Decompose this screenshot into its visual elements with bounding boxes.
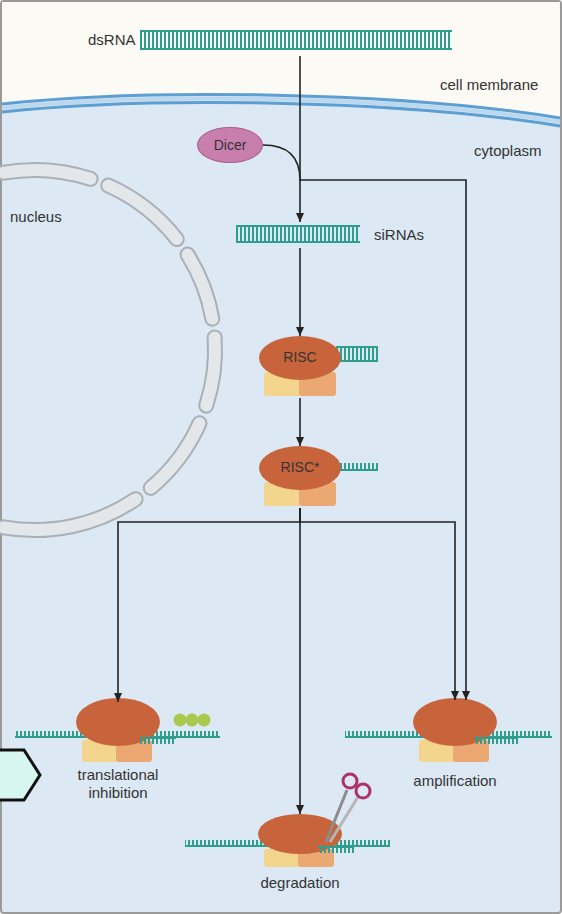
node-label: dsRNA — [88, 31, 460, 49]
region-label: cell membrane — [440, 76, 538, 94]
risc-shape — [258, 446, 342, 508]
sirna-strand — [236, 226, 360, 242]
shape-label: RISC — [258, 348, 342, 366]
dicer-enzyme: Dicer — [197, 127, 263, 163]
shape-label: Dicer — [214, 136, 247, 154]
risc-shape — [258, 336, 342, 398]
shape-label: RISC* — [258, 458, 342, 476]
risc-complex: RISC — [258, 336, 342, 398]
outcome-node: translational inhibition — [53, 702, 183, 806]
nuclear-envelope — [4, 170, 215, 530]
amplification-complex — [345, 698, 552, 762]
flow-arrow — [299, 56, 301, 222]
dsrna-strand — [140, 31, 452, 49]
active-risc-complex: RISC* — [258, 446, 342, 508]
node-label: amplification — [395, 772, 515, 790]
flow-arrow — [299, 508, 301, 814]
sirna-node: siRNAs — [232, 222, 422, 248]
bound-sirna — [336, 347, 378, 361]
region-label: cytoplasm — [474, 142, 542, 160]
degradation-complex — [185, 814, 390, 867]
cell-membrane — [2, 99, 560, 122]
node-label: translational inhibition — [53, 766, 183, 802]
scissors-icon — [326, 774, 370, 842]
region-label: nucleus — [10, 208, 62, 226]
flow-arrow — [263, 145, 466, 700]
cell-membrane — [2, 103, 560, 126]
flow-arrow — [118, 508, 300, 702]
node-label: siRNAs — [374, 226, 422, 244]
flow-arrow — [299, 398, 301, 446]
outcome-node: amplification — [395, 700, 515, 795]
translation-complex — [15, 698, 220, 762]
flow-arrow — [300, 508, 455, 700]
dsrna-node: dsRNA — [80, 24, 460, 56]
pointer-chevron — [0, 750, 40, 800]
bound-guide-strand — [336, 463, 378, 470]
node-label: degradation — [230, 874, 370, 892]
flow-arrow — [299, 248, 301, 336]
outcome-node: degradation — [230, 814, 370, 896]
